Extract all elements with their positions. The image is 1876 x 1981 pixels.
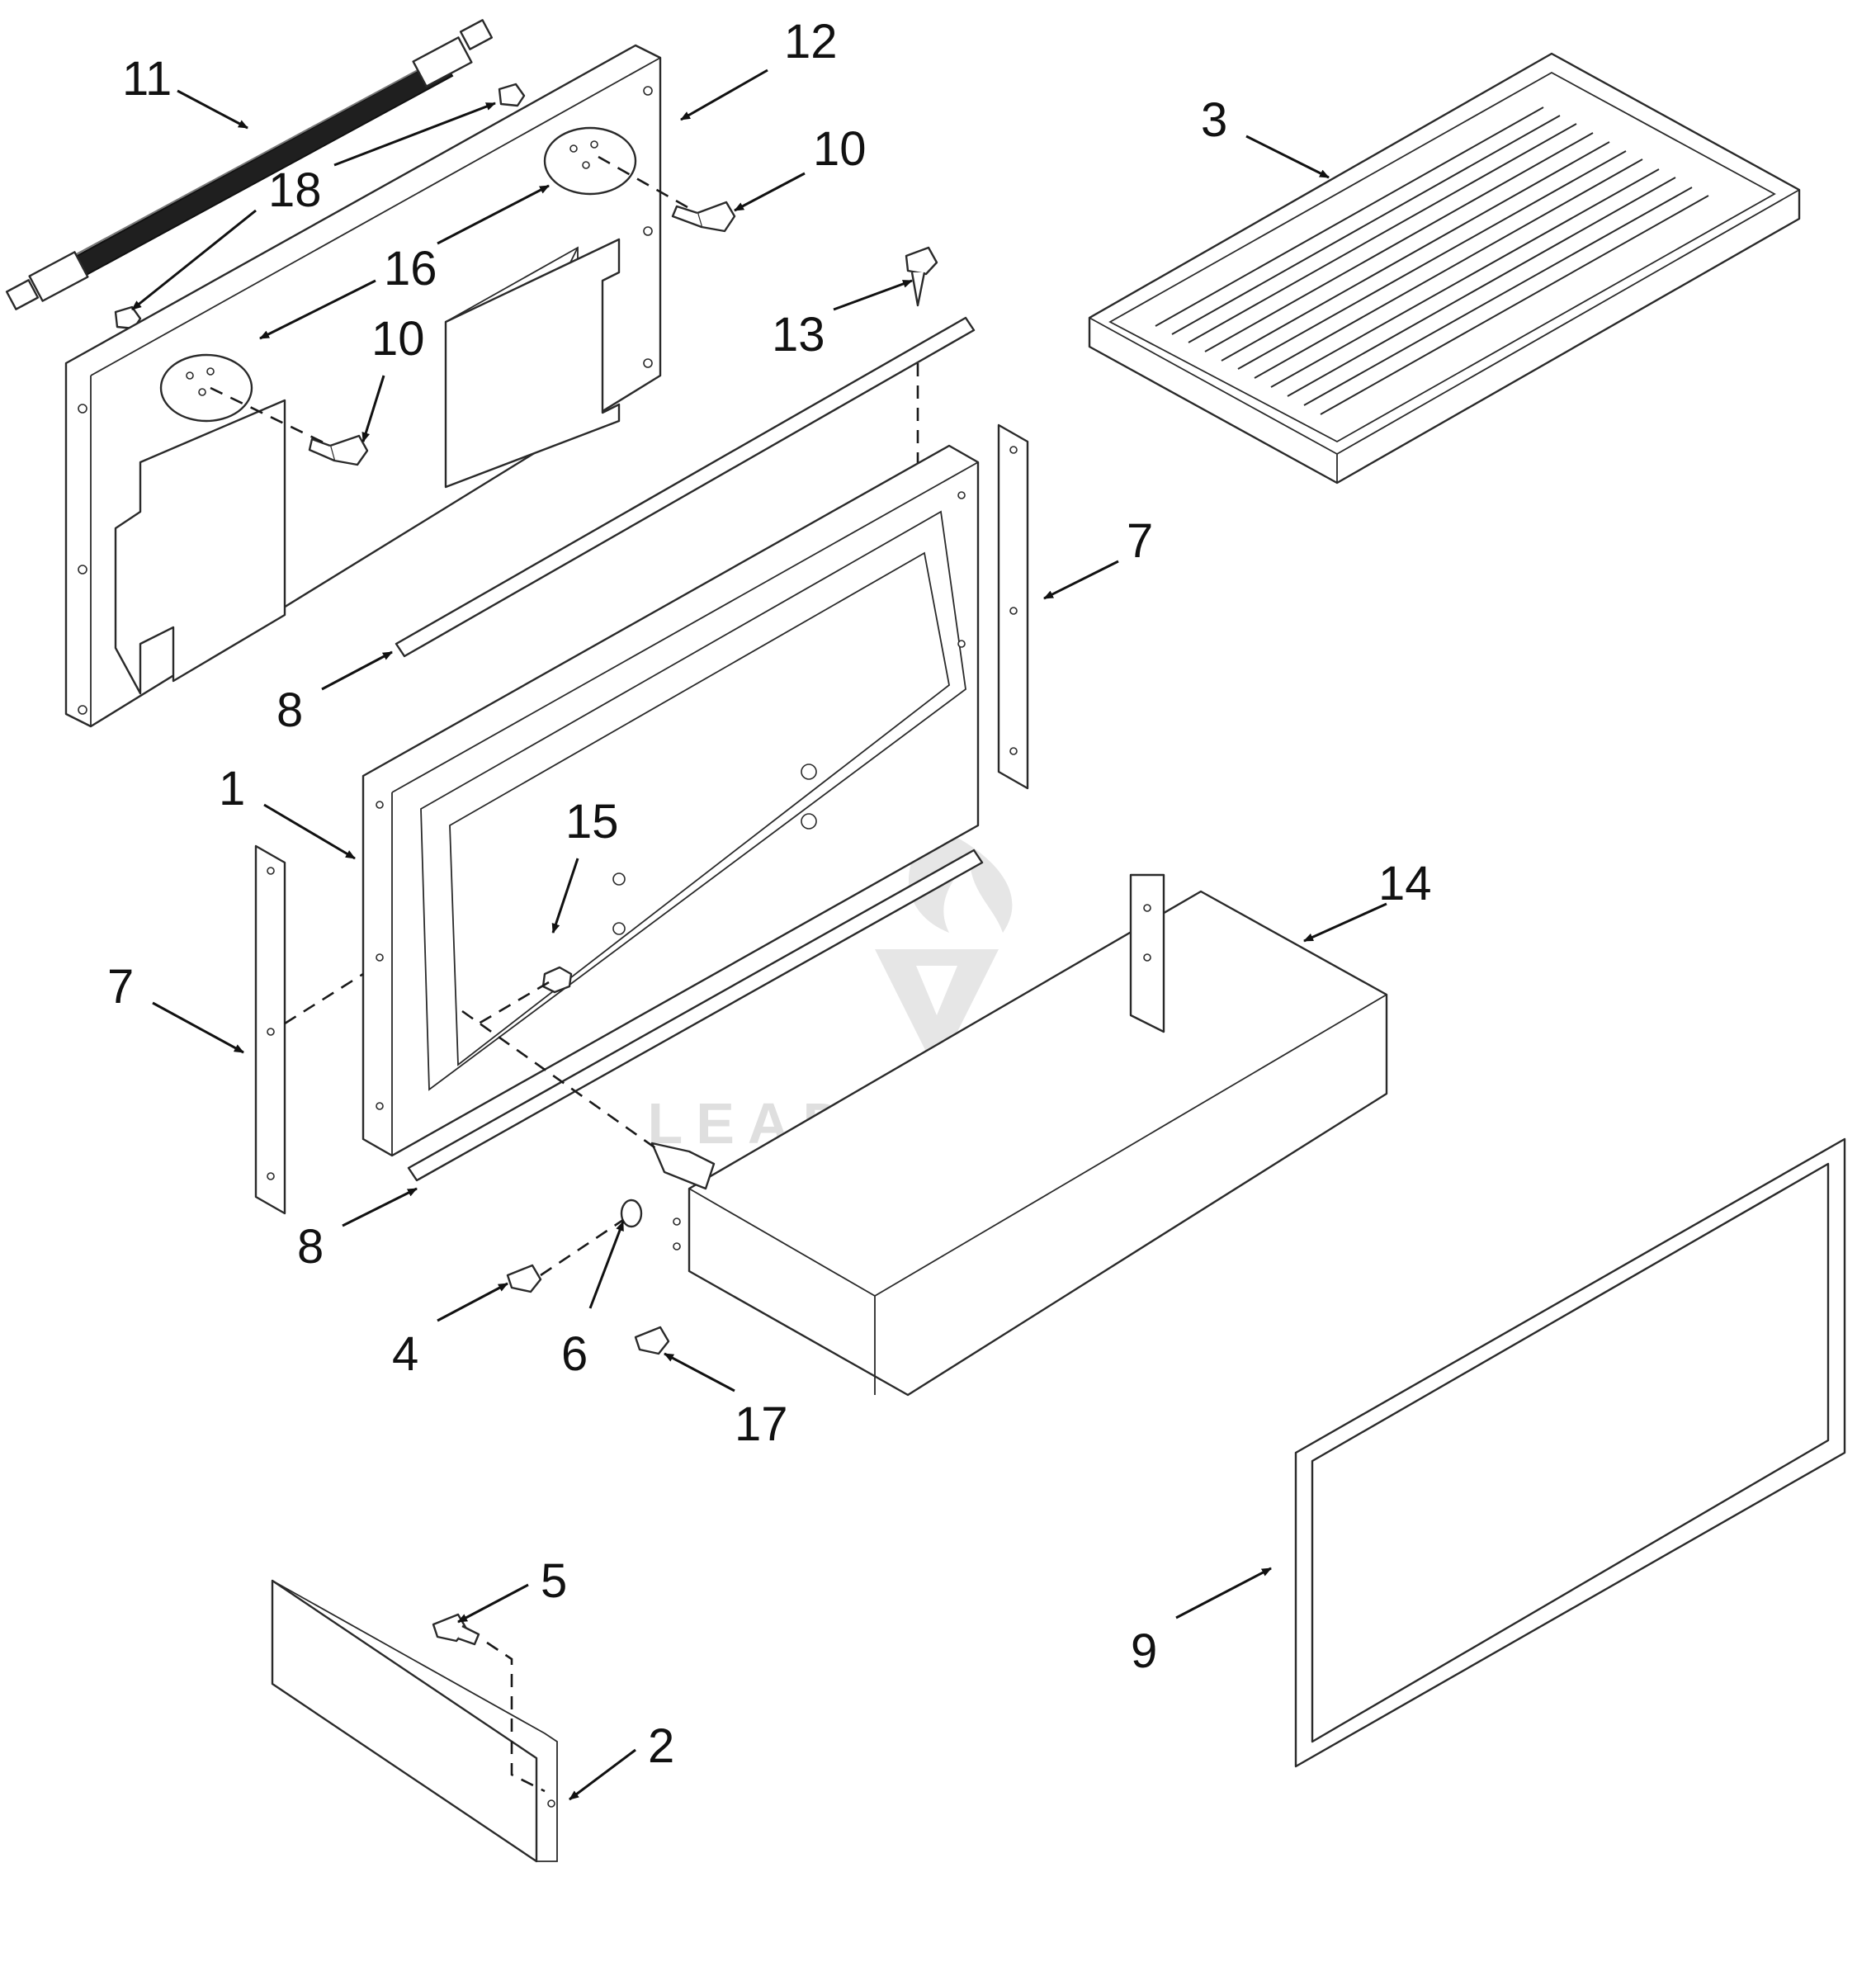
part-door-frame <box>361 444 980 1157</box>
part-screw-lower <box>308 434 369 466</box>
assembly-line-screw-5 <box>486 1641 546 1793</box>
arrow-7-left <box>152 1001 244 1054</box>
part-washer-6 <box>620 1199 643 1228</box>
callout-13: 13 <box>772 308 825 362</box>
arrow-13 <box>833 279 913 311</box>
callout-6: 6 <box>561 1327 588 1381</box>
arrow-1 <box>263 803 356 860</box>
callout-1: 1 <box>219 762 245 816</box>
callout-7-left: 7 <box>107 960 134 1014</box>
part-door-panel <box>64 44 662 728</box>
callout-3: 3 <box>1201 93 1227 147</box>
part-screw-5 <box>432 1613 480 1646</box>
assembly-line-upper-screw <box>598 155 694 212</box>
part-screw-top <box>905 246 938 307</box>
callout-arrows <box>131 69 1387 1801</box>
callout-2: 2 <box>648 1719 674 1773</box>
part-screw-upper <box>671 201 736 233</box>
arrow-6 <box>588 1221 625 1309</box>
arrow-17 <box>664 1352 735 1392</box>
callout-10-upper: 10 <box>813 122 867 176</box>
arrow-8-lower <box>342 1187 418 1227</box>
arrow-10-upper <box>734 172 806 212</box>
watermark-flame-icon <box>909 825 1013 933</box>
callout-16: 16 <box>384 242 437 295</box>
callout-8-lower: 8 <box>297 1220 324 1274</box>
arrow-11 <box>177 89 248 130</box>
callout-labels: 11 12 3 10 18 16 13 10 7 8 1 15 14 7 8 4… <box>107 15 1432 1773</box>
assembly-line-left-strip <box>284 972 364 1025</box>
part-screw-17 <box>634 1326 670 1355</box>
part-side-strip-right <box>997 423 1029 790</box>
part-drawer-panel <box>271 1579 558 1863</box>
arrow-7-right <box>1043 560 1119 600</box>
callout-15: 15 <box>565 795 619 849</box>
part-drawer-body <box>650 873 1388 1397</box>
arrow-8-upper <box>321 650 393 691</box>
callout-9: 9 <box>1131 1624 1157 1678</box>
arrow-10-lower <box>361 375 385 442</box>
callout-5: 5 <box>541 1554 567 1608</box>
callout-14: 14 <box>1378 857 1432 910</box>
arrow-2 <box>569 1748 636 1801</box>
arrow-15 <box>551 858 579 934</box>
callout-12: 12 <box>784 15 838 69</box>
arrow-9 <box>1175 1567 1272 1619</box>
callout-4: 4 <box>392 1327 418 1381</box>
callout-7-right: 7 <box>1127 514 1153 568</box>
part-strip-lower <box>407 849 984 1182</box>
callout-11: 11 <box>122 52 172 106</box>
callout-10-lower: 10 <box>371 312 425 366</box>
callout-8-upper: 8 <box>276 683 303 737</box>
arrow-16-upper <box>437 184 550 245</box>
assembly-line-nut <box>478 981 550 1025</box>
arrow-14 <box>1303 902 1387 943</box>
part-rack <box>1088 52 1801 485</box>
part-screw-4 <box>506 1264 542 1293</box>
arrow-12 <box>680 69 768 121</box>
assembly-line-screw-4 <box>540 1218 624 1277</box>
watermark-v-icon <box>875 949 999 1073</box>
assembly-line-drawer <box>461 1009 661 1153</box>
part-side-strip-left <box>254 844 286 1215</box>
part-handle <box>5 19 526 330</box>
part-strip-upper <box>395 316 976 658</box>
arrow-18-upper <box>333 102 496 167</box>
arrow-3 <box>1245 135 1330 179</box>
callout-18: 18 <box>268 163 322 217</box>
arrow-4 <box>437 1282 508 1322</box>
callout-17: 17 <box>735 1397 788 1451</box>
part-gasket <box>1294 1137 1846 1768</box>
arrow-5 <box>457 1583 529 1624</box>
arrow-16-lower <box>259 279 376 340</box>
arrow-18-lower <box>131 209 257 311</box>
